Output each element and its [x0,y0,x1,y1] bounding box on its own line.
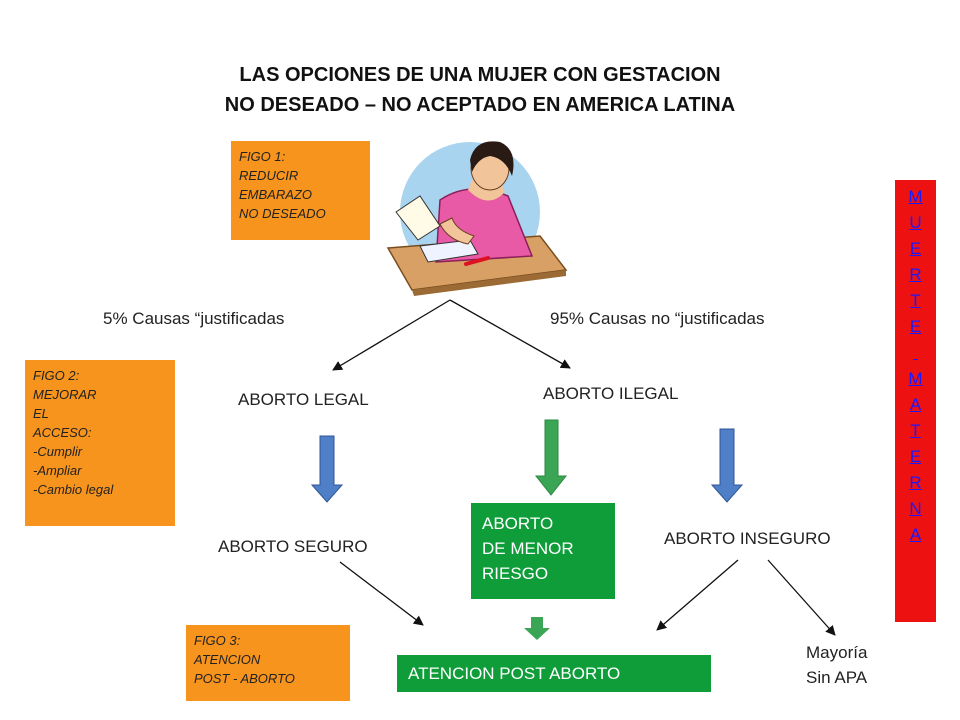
muerte-letter: T [910,291,921,310]
menor-riesgo-line: DE MENOR [482,539,574,558]
green-down-arrow-atencion [524,617,550,640]
figo2-line: -Ampliar [33,463,82,478]
arrow-inseguro-to-mayoria [767,559,836,636]
arrow-to-ilegal [449,299,571,369]
mayoria-line: Sin APA [806,668,868,687]
figo1-line: FIGO 1: [239,149,286,164]
woman-writing-illustration [386,141,568,296]
figo1-box: FIGO 1: REDUCIR EMBARAZO NO DESEADO [231,141,370,240]
figo1-line: NO DESEADO [239,206,326,221]
green-down-arrow-menor [534,419,568,496]
muerte-letter: N [909,499,922,518]
node-aborto-ilegal: ABORTO ILEGAL [543,384,679,403]
figo3-box: FIGO 3: ATENCION POST - ABORTO [186,625,350,701]
figo2-line: ACCESO: [33,425,92,440]
node-aborto-seguro: ABORTO SEGURO [218,537,368,556]
figo2-line: -Cambio legal [33,482,114,497]
muerte-letter: A [909,395,922,414]
title-line-1: LAS OPCIONES DE UNA MUJER CON GESTACION [239,64,721,86]
muerte-letter: M [908,187,923,206]
blue-down-arrow-legal [310,435,344,503]
menor-riesgo-line: ABORTO [482,514,554,533]
causes-justified-label: 5% Causas “justificadas [103,309,285,328]
figo2-box: FIGO 2: MEJORAR EL ACCESO: -Cumplir -Amp… [25,360,175,526]
menor-riesgo-line: RIESGO [482,564,549,583]
mayoria-line: Mayoría [806,643,868,662]
mayoria-sin-apa: Mayoría Sin APA [806,640,867,690]
muerte-letter: E [909,317,922,336]
figo2-line: EL [33,406,49,421]
muerte-letter: A [909,525,922,544]
muerte-letter: R [909,473,922,492]
atencion-post-aborto-box: ATENCION POST ABORTO [397,655,711,692]
muerte-letter: E [909,447,922,466]
figo2-line: MEJORAR [33,387,97,402]
muerte-letter: E [909,239,922,258]
muerte-letter: U [909,213,922,232]
causes-not-justified-label: 95% Causas no “justificadas [550,309,765,328]
page-title: LAS OPCIONES DE UNA MUJER CON GESTACION … [0,60,960,120]
figo2-line: -Cumplir [33,444,83,459]
menor-riesgo-box: ABORTO DE MENOR RIESGO [471,503,615,599]
muerte-letter: R [909,265,922,284]
node-aborto-legal: ABORTO LEGAL [238,390,369,409]
atencion-post-aborto-label: ATENCION POST ABORTO [408,664,621,683]
arrow-seguro-to-atencion [339,561,424,626]
node-aborto-inseguro: ABORTO INSEGURO [664,529,831,548]
figo3-line: ATENCION [194,652,261,667]
muerte-letter [895,340,936,366]
muerte-letter: M [908,369,923,388]
figo2-line: FIGO 2: [33,368,80,383]
arrow-inseguro-to-atencion [656,559,739,631]
arrow-to-legal [332,299,451,371]
muerte-materna-bar: M U E R T E M A T E R N A [895,180,936,622]
figo3-line: FIGO 3: [194,633,241,648]
title-line-2: NO DESEADO – NO ACEPTADO EN AMERICA LATI… [224,94,736,116]
figo1-line: REDUCIR [239,168,299,183]
figo1-line: EMBARAZO [239,187,312,202]
blue-down-arrow-inseguro [710,428,744,503]
figo3-line: POST - ABORTO [194,671,295,686]
muerte-letter: T [910,421,921,440]
